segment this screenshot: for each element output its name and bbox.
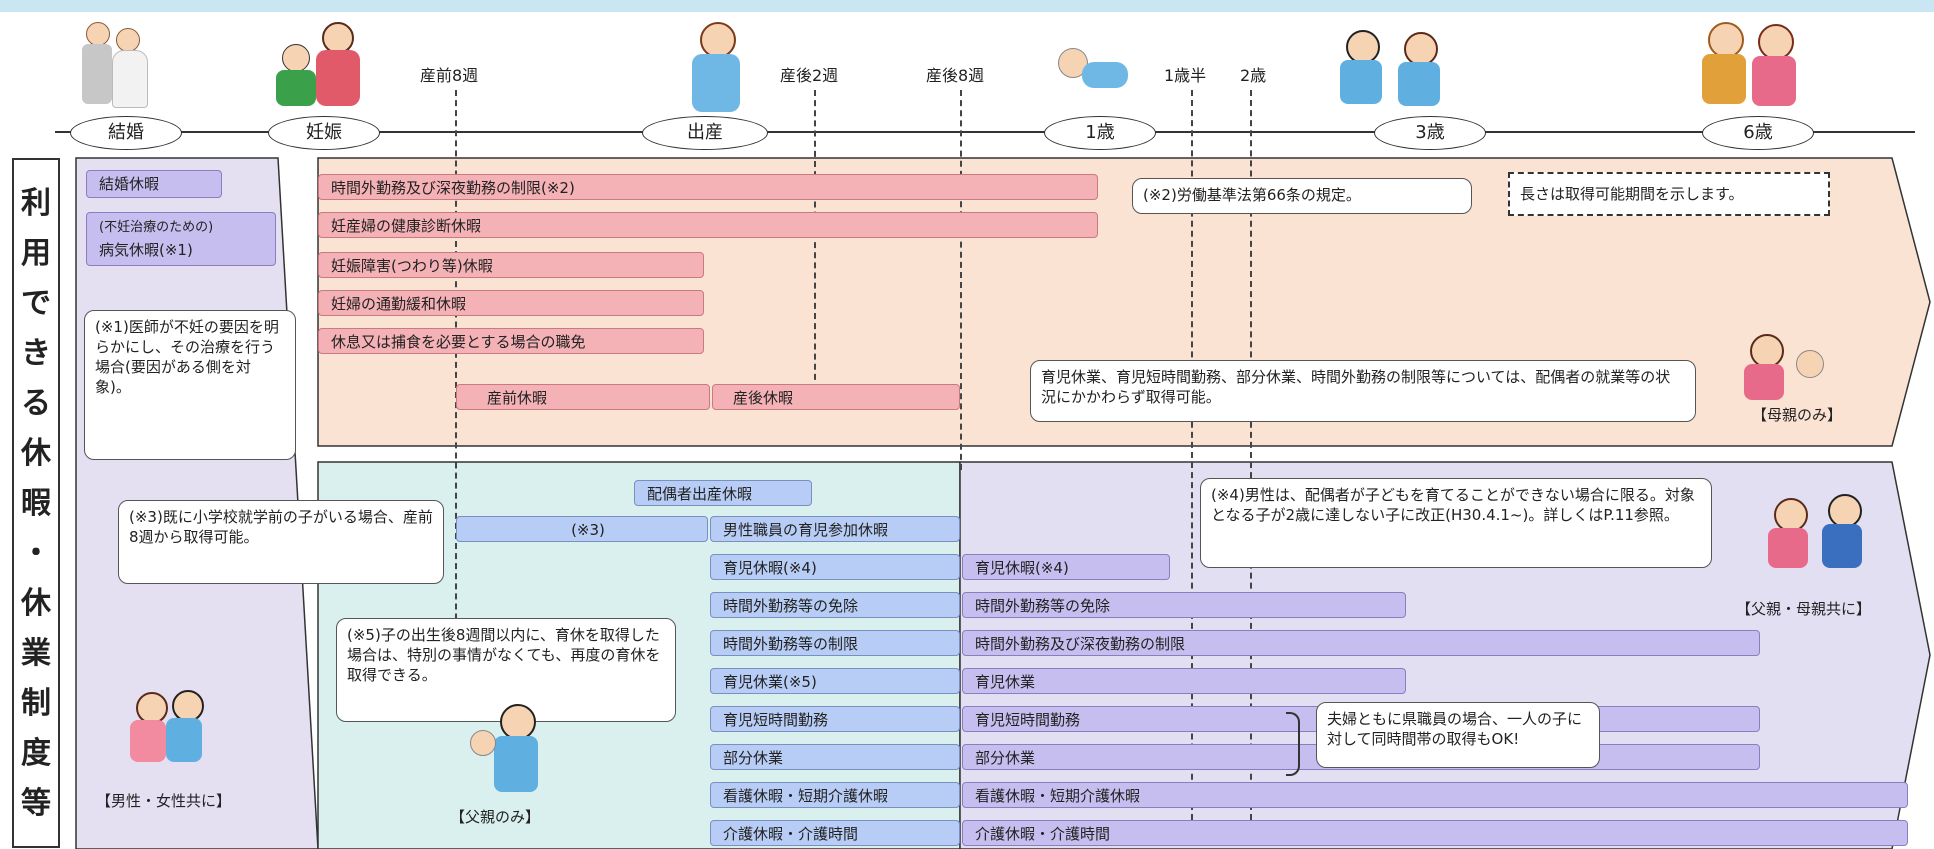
caption-both-parents: 【父親・母親共に】 [1736, 600, 1872, 618]
caption-father-only: 【父親のみ】 [450, 808, 541, 826]
note-3-callout: (※3)既に小学校就学前の子がいる場合、産前8週から取得可能。 [118, 500, 444, 584]
side-title-box [12, 158, 60, 848]
sick-leave-line1: (不妊治療のための) [99, 220, 214, 235]
milestone-marriage: 結婚 [70, 116, 182, 150]
caption-mother-only: 【母親のみ】 [1752, 406, 1843, 424]
tick-postnatal-2w: 産後2週 [780, 66, 839, 85]
guide-age-2 [1250, 90, 1252, 830]
couple-note-callout: 夫婦ともに県職員の場合、一人の子に対して同時間帯の取得もOK! [1316, 702, 1600, 768]
length-legend-note: 長さは取得可能期間を示します。 [1508, 172, 1830, 216]
guide-age-1-5 [1191, 90, 1193, 830]
note-4-callout: (※4)男性は、配偶者が子どもを育てることができない場合に限る。対象となる子が2… [1200, 478, 1712, 568]
row-male-childcare-participation: 男性職員の育児参加休暇 [710, 516, 960, 542]
bar-sick-leave: (不妊治療のための) 病気休暇(※1) [86, 212, 276, 266]
timeline-axis [55, 131, 1915, 133]
tick-prenatal-8w: 産前8週 [420, 66, 479, 85]
side-title-char: 休 [21, 436, 51, 471]
tick-postnatal-8w: 産後8週 [926, 66, 985, 85]
side-title-char: 等 [21, 786, 51, 821]
note-1-callout: (※1)医師が不妊の要因を明らかにし、その治療を行う場合(要因がある側を対象)。 [84, 310, 296, 460]
bar-prenatal-leave: 産前休暇 [456, 384, 710, 410]
bar-both-childcare-leave-4: 育児休暇(※4) [962, 554, 1170, 580]
bar-both-overtime-exemption: 時間外勤務等の免除 [962, 592, 1406, 618]
bar-spouse-birth-leave: 配偶者出産休暇 [634, 480, 812, 506]
side-title-char: ・ [21, 536, 51, 571]
side-title-char: 度 [21, 736, 51, 771]
row-childcare-leave-5: 育児休業(※5) [710, 668, 960, 694]
milestone-age-3: 3歳 [1374, 116, 1486, 150]
side-title-char: る [21, 386, 51, 421]
tick-age-2: 2歳 [1240, 66, 1267, 85]
bar-note-3: (※3) [456, 516, 708, 542]
bracket-brace-icon [1286, 712, 1300, 776]
side-title-char: 暇 [21, 486, 51, 521]
sick-leave-line2: 病気休暇(※1) [99, 241, 193, 259]
row-nursing-care-leave: 看護休暇・短期介護休暇 [710, 782, 960, 808]
bar-marriage-leave: 結婚休暇 [86, 170, 222, 198]
bar-both-childcare-leave: 育児休業 [962, 668, 1406, 694]
bar-both-overtime-night-limit: 時間外勤務及び深夜勤務の制限 [962, 630, 1760, 656]
side-title-char: で [21, 286, 51, 321]
note-2-callout: (※2)労働基準法第66条の規定。 [1132, 178, 1472, 214]
row-overtime-exemption: 時間外勤務等の免除 [710, 592, 960, 618]
milestone-pregnancy: 妊娠 [268, 116, 380, 150]
milestone-age-6: 6歳 [1702, 116, 1814, 150]
milestone-age-1: 1歳 [1044, 116, 1156, 150]
milestone-birth: 出産 [642, 116, 768, 150]
bar-overtime-night-limit: 時間外勤務及び深夜勤務の制限(※2) [318, 174, 1098, 200]
info-callout-any-spouse: 育児休業、育児短時間勤務、部分休業、時間外勤務の制限等については、配偶者の就業等… [1030, 360, 1696, 422]
guide-postnatal-8w [960, 90, 962, 470]
tick-age-1-5: 1歳半 [1164, 66, 1207, 85]
row-family-care-leave: 介護休暇・介護時間 [710, 820, 960, 846]
bar-both-family-care-leave: 介護休暇・介護時間 [962, 820, 1908, 846]
caption-both-sexes: 【男性・女性共に】 [96, 792, 232, 810]
bar-commute-relief-leave: 妊婦の通勤緩和休暇 [318, 290, 704, 316]
side-title-char: 制 [21, 686, 51, 721]
bar-morning-sickness-leave: 妊娠障害(つわり等)休暇 [318, 252, 704, 278]
row-overtime-limit: 時間外勤務等の制限 [710, 630, 960, 656]
guide-postnatal-2w [814, 90, 816, 390]
side-title-char: 休 [21, 586, 51, 621]
row-short-hours: 育児短時間勤務 [710, 706, 960, 732]
bar-health-checkup-leave: 妊産婦の健康診断休暇 [318, 212, 1098, 238]
side-title-char: 業 [21, 636, 51, 671]
bar-both-nursing-care-leave: 看護休暇・短期介護休暇 [962, 782, 1908, 808]
note-5-callout: (※5)子の出生後8週間以内に、育休を取得した場合は、特別の事情がなくても、再度… [336, 618, 676, 722]
bar-postnatal-leave: 産後休暇 [712, 384, 960, 410]
side-title-char: き [21, 336, 51, 371]
row-childcare-leave-4: 育児休暇(※4) [710, 554, 960, 580]
row-partial-leave: 部分休業 [710, 744, 960, 770]
side-title-char: 利 [21, 186, 51, 221]
top-band [0, 0, 1934, 12]
bar-rest-feeding-exemption: 休息又は捕食を必要とする場合の職免 [318, 328, 704, 354]
side-title-char: 用 [21, 236, 51, 271]
